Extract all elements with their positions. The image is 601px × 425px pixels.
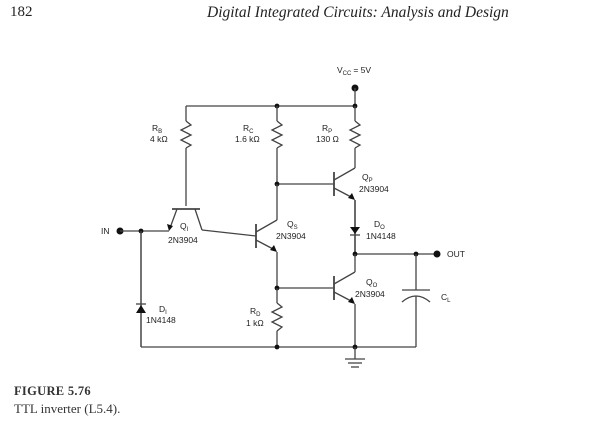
svg-text:1N4148: 1N4148 <box>146 315 176 325</box>
svg-text:1 kΩ: 1 kΩ <box>246 318 264 328</box>
svg-text:QO: QO <box>366 277 378 289</box>
in-label: IN <box>101 226 110 236</box>
svg-text:4 kΩ: 4 kΩ <box>150 134 168 144</box>
resistor-rc: RC 1.6 kΩ <box>235 106 284 184</box>
page-number: 182 <box>10 4 33 20</box>
svg-text:DO: DO <box>374 219 385 231</box>
svg-text:RC: RC <box>243 123 254 135</box>
transistor-qs: QS 2N3904 <box>255 184 306 291</box>
svg-text:1N4148: 1N4148 <box>366 231 396 241</box>
running-head: Digital Integrated Circuits: Analysis an… <box>207 4 509 21</box>
svg-text:DI: DI <box>159 304 167 316</box>
svg-text:2N3904: 2N3904 <box>276 231 306 241</box>
diode-di: DI 1N4148 <box>136 231 176 347</box>
out-label: OUT <box>447 249 465 259</box>
svg-text:RD: RD <box>250 306 261 318</box>
resistor-rb: RB 4 kΩ <box>150 106 193 206</box>
vcc-label: VCC= 5V <box>337 65 371 77</box>
svg-text:2N3904: 2N3904 <box>355 289 385 299</box>
diode-do: DO 1N4148 <box>350 200 396 254</box>
svg-text:1.6 kΩ: 1.6 kΩ <box>235 134 260 144</box>
svg-text:RP: RP <box>322 123 332 135</box>
svg-text:2N3904: 2N3904 <box>359 184 389 194</box>
resistor-rd: RD 1 kΩ <box>246 288 284 347</box>
svg-text:CL: CL <box>441 292 451 304</box>
capacitor-cl: CL <box>401 254 451 347</box>
svg-text:130 Ω: 130 Ω <box>316 134 339 144</box>
svg-text:QS: QS <box>287 219 298 231</box>
resistor-rp: RP 130 Ω <box>316 106 362 168</box>
svg-text:QP: QP <box>362 172 373 184</box>
svg-text:QI: QI <box>180 221 189 233</box>
transistor-qo: QO 2N3904 <box>277 254 385 347</box>
figure-caption: TTL inverter (L5.4). <box>14 401 121 416</box>
out-terminal <box>433 250 441 258</box>
figure-label: FIGURE 5.76 <box>14 384 91 398</box>
vcc-supply: VCC= 5V <box>337 65 371 106</box>
ground-icon <box>345 347 365 368</box>
transistor-qi: QI 2N3904 <box>167 208 257 245</box>
svg-text:2N3904: 2N3904 <box>168 235 198 245</box>
svg-text:RB: RB <box>152 123 162 135</box>
transistor-qp: QP 2N3904 <box>274 167 389 200</box>
